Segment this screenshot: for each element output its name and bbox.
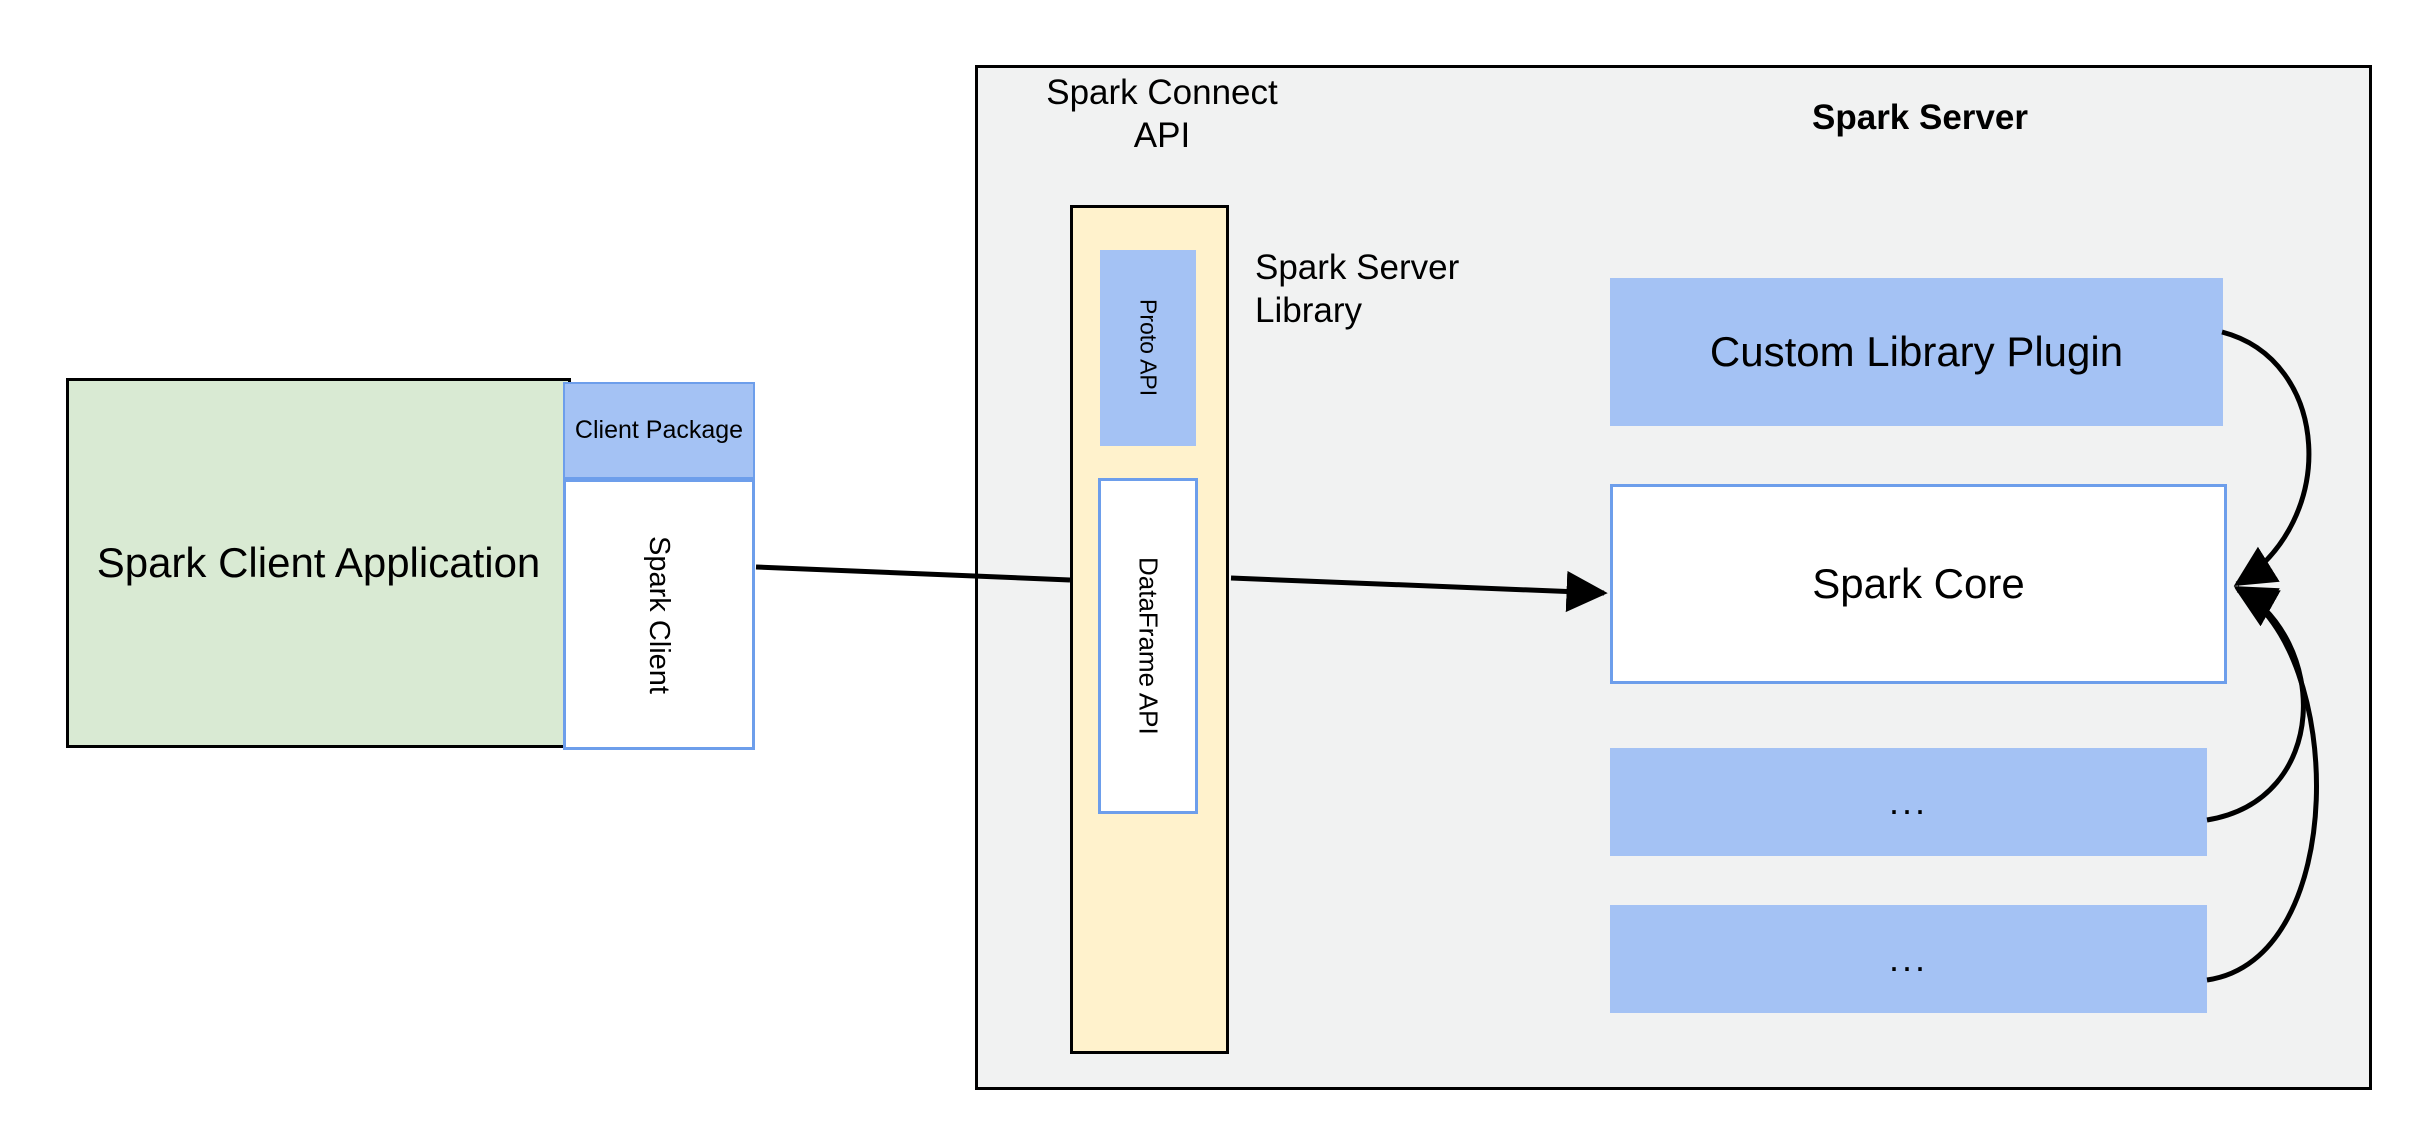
spark-client-application-box: Spark Client Application [66,378,571,748]
spark-client-box: Spark Client [563,479,755,750]
ellipsis-block-one: ... [1610,748,2207,856]
ellipsis-block-two: ... [1610,905,2207,1013]
proto-api-box: Proto API [1100,250,1196,446]
client-package-box: Client Package [563,382,755,479]
spark-server-library-label: Spark Server Library [1255,248,1460,330]
proto-api-label: Proto API [1135,299,1162,397]
spark-core-box: Spark Core [1610,484,2227,684]
dataframe-api-label: DataFrame API [1133,557,1164,735]
spark-connect-api-label: Spark Connect API [1046,73,1278,155]
dataframe-api-box: DataFrame API [1098,478,1198,814]
custom-library-plugin-box: Custom Library Plugin [1610,278,2223,426]
spark-server-title: Spark Server [1812,98,2028,137]
spark-client-label: Spark Client [643,535,676,694]
